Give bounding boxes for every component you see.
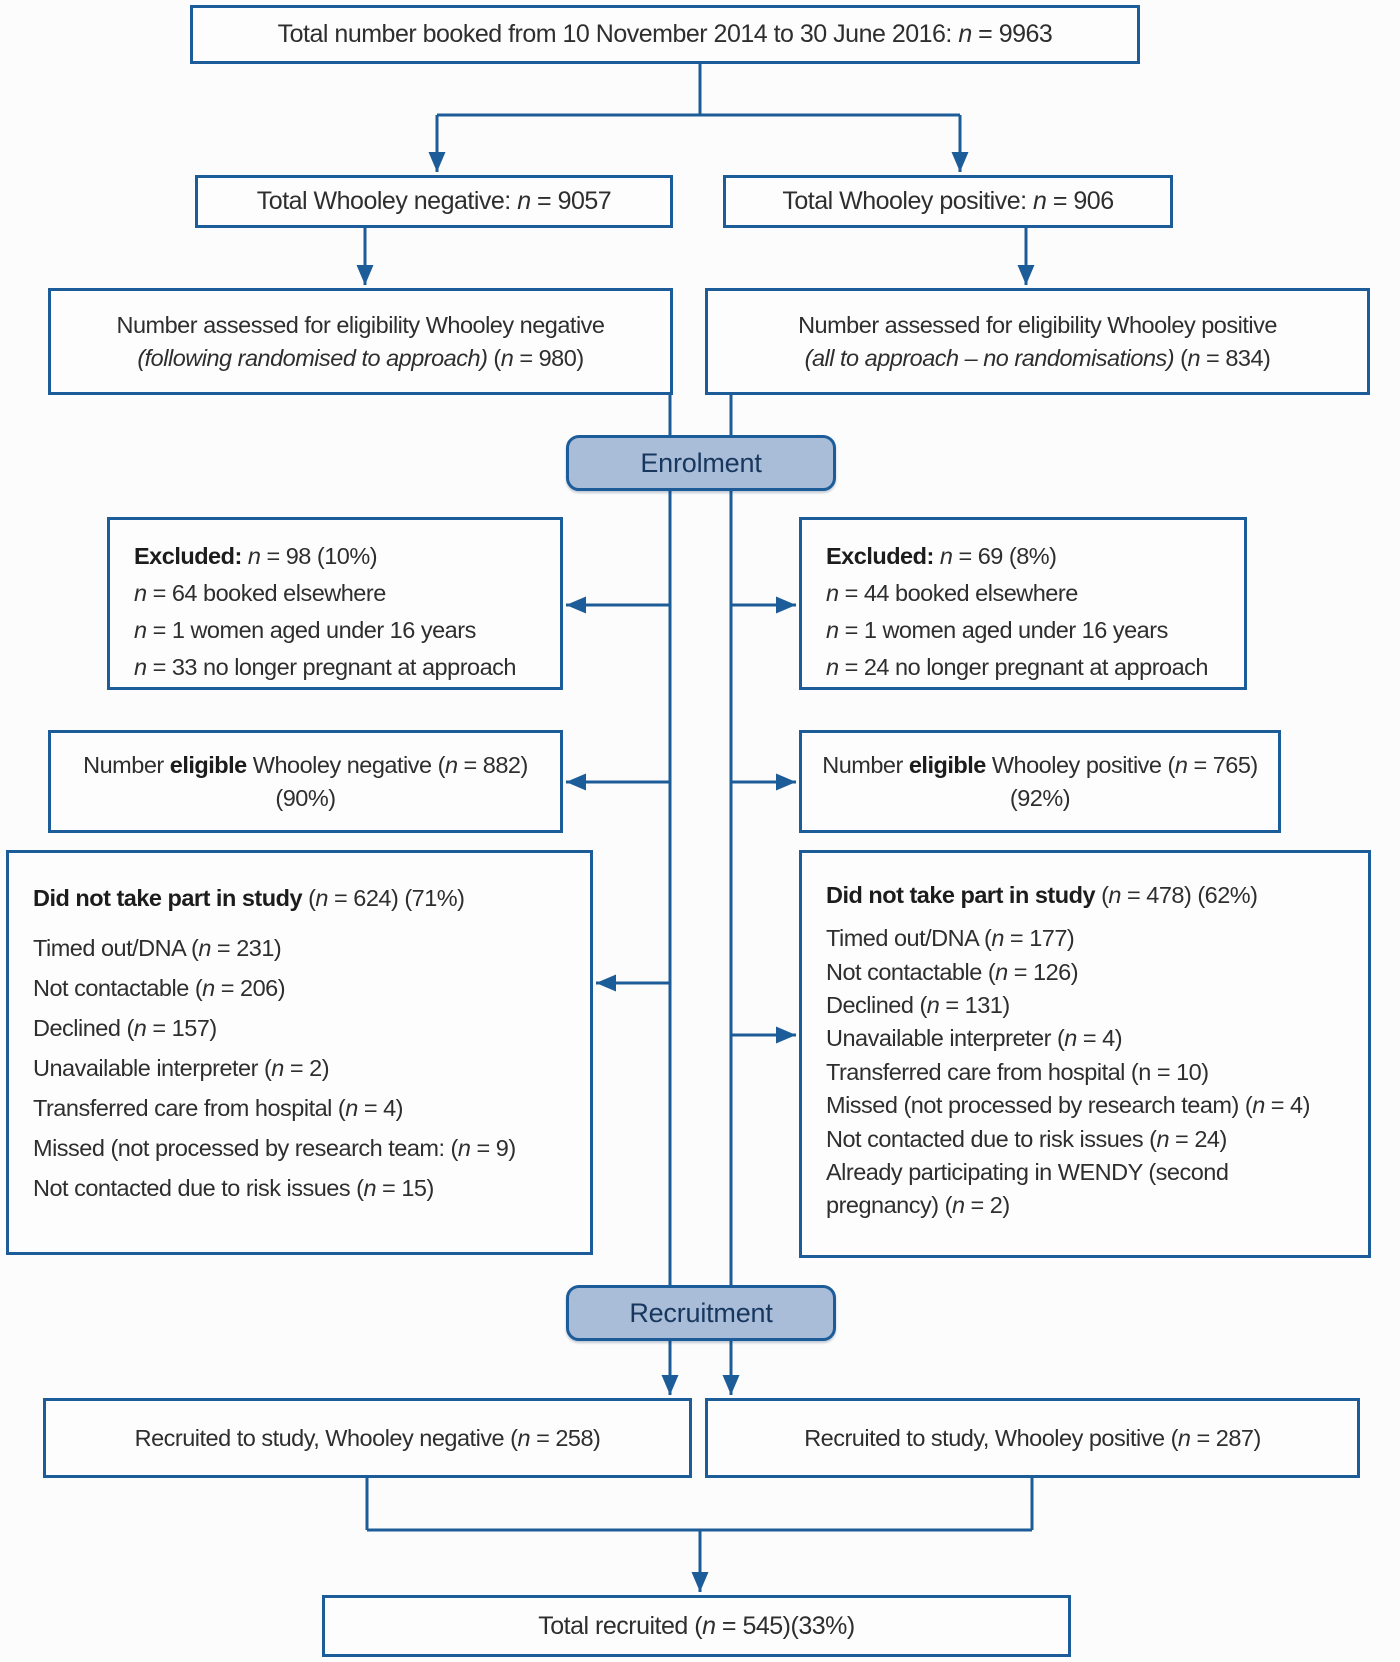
box-excluded-positive: Excluded: n = 69 (8%)n = 44 booked elsew… [799,517,1247,690]
box-excluded-positive-text: Excluded: n = 69 (8%)n = 44 booked elsew… [826,543,1208,681]
box-assessed-positive: Number assessed for eligibility Whooley … [705,288,1370,395]
box-eligible-positive-text: Number eligible Whooley positive (n = 76… [822,752,1258,811]
box-recruited-negative-text: Recruited to study, Whooley negative (n … [134,1424,601,1451]
badge-enrolment-label: Enrolment [640,447,762,478]
box-whooley-positive-total-text: Total Whooley positive: n = 906 [782,187,1114,216]
box-did-not-take-part-positive-text: Did not take part in study (n = 478) (62… [826,882,1310,1219]
badge-recruitment: Recruitment [566,1285,836,1341]
box-recruited-negative: Recruited to study, Whooley negative (n … [43,1398,692,1478]
box-whooley-negative-total-text: Total Whooley negative: n = 9057 [256,187,612,216]
box-total-booked: Total number booked from 10 November 201… [190,5,1140,64]
box-total-recruited-text: Total recruited (n = 545)(33%) [538,1611,855,1640]
box-recruited-positive: Recruited to study, Whooley positive (n … [705,1398,1360,1478]
box-excluded-negative: Excluded: n = 98 (10%)n = 64 booked else… [107,517,563,690]
badge-recruitment-label: Recruitment [629,1297,773,1328]
box-assessed-positive-text: Number assessed for eligibility Whooley … [798,312,1277,371]
box-eligible-negative: Number eligible Whooley negative (n = 88… [48,730,563,833]
box-eligible-positive: Number eligible Whooley positive (n = 76… [799,730,1281,833]
box-excluded-negative-text: Excluded: n = 98 (10%)n = 64 booked else… [134,543,516,681]
box-recruited-positive-text: Recruited to study, Whooley positive (n … [804,1424,1261,1451]
box-eligible-negative-text: Number eligible Whooley negative (n = 88… [83,752,528,811]
box-total-recruited: Total recruited (n = 545)(33%) [322,1595,1071,1657]
badge-enrolment: Enrolment [566,435,836,491]
box-did-not-take-part-negative: Did not take part in study (n = 624) (71… [6,850,593,1255]
box-whooley-negative-total: Total Whooley negative: n = 9057 [195,175,673,228]
box-assessed-negative-text: Number assessed for eligibility Whooley … [116,312,605,371]
box-total-booked-text: Total number booked from 10 November 201… [277,20,1053,49]
box-did-not-take-part-positive: Did not take part in study (n = 478) (62… [799,850,1371,1258]
box-whooley-positive-total: Total Whooley positive: n = 906 [723,175,1173,228]
box-assessed-negative: Number assessed for eligibility Whooley … [48,288,673,395]
box-did-not-take-part-negative-text: Did not take part in study (n = 624) (71… [33,885,516,1201]
